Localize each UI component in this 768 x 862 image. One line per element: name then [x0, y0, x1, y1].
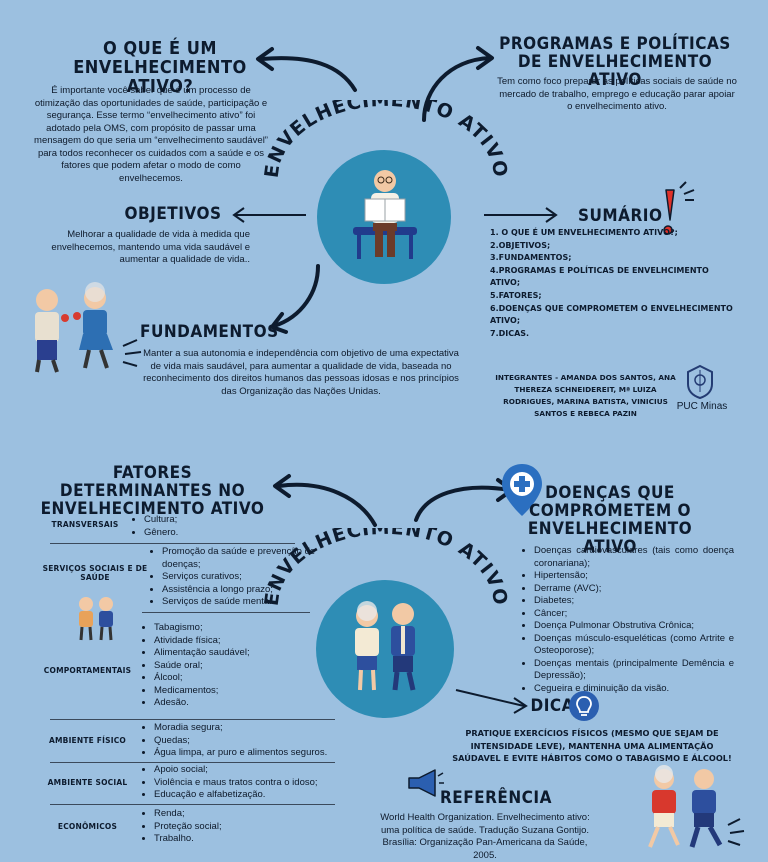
sumario-item: 5.FATORES; [490, 290, 542, 300]
center-title-arc-bottom: ENVELHECIMENTO ATIVO [261, 528, 512, 607]
fator-item: Água limpa, ar puro e alimentos seguros. [154, 747, 354, 760]
elders-walking-illustration [79, 597, 113, 641]
exclamation-icon [663, 181, 695, 235]
fator-item: Quedas; [154, 735, 354, 748]
doenca-item: Derrame (AVC); [534, 583, 734, 596]
fatores-items-transversais: Cultura; Gênero. [130, 514, 344, 539]
arrow-to-o-que [256, 47, 357, 92]
fundamentos-text: Manter a sua autonomia e independência c… [143, 348, 459, 397]
objetivos-text: Melhorar a qualidade de vida à medida qu… [51, 229, 250, 265]
sumario-item: 1. O QUE É UM ENVELHECIMENTO ATIVO?; [490, 228, 678, 237]
doenca-item: Cegueira e diminuição da visão. [534, 683, 734, 696]
programas-title: PROGRAMAS E POLÍTICAS DE ENVELHECIMENTO … [499, 34, 731, 90]
fator-item: Adesão. [154, 697, 314, 710]
dicas-text: PRATIQUE EXERCÍCIOS FÍSICOS (MESMO QUE S… [452, 728, 732, 763]
doencas-title: DOENÇAS QUE COMPROMETEM O ENVELHECIMENTO… [527, 483, 693, 557]
sumario-list: 1. O QUE É UM ENVELHECIMENTO ATIVO?; 2.O… [490, 227, 740, 340]
arrow-to-fatores [273, 474, 377, 527]
fatores-cat-ambiente-social: AMBIENTE SOCIAL [47, 778, 128, 787]
fatores-items-ambiente-fisico: Moradia segura; Quedas; Água limpa, ar p… [140, 722, 354, 760]
svg-text:ENVELHECIMENTO ATIVO: ENVELHECIMENTO ATIVO [261, 528, 512, 607]
referencia-text: World Health Organization. Envelheciment… [380, 812, 590, 861]
fator-item: Proteção social; [154, 821, 354, 834]
fatores-cat-servicos: SERVIÇOS SOCIAIS E DE SAÚDE [42, 564, 148, 582]
doenca-item: Doença Pulmonar Obstrutiva Crônica; [534, 620, 734, 633]
doenca-item: Doenças cardiovasculares (tais como doen… [534, 545, 734, 570]
fatores-items-economicos: Renda; Proteção social; Trabalho. [140, 808, 354, 846]
doencas-list: Doenças cardiovasculares (tais como doen… [520, 545, 734, 695]
elderly-couple-icon [355, 601, 416, 691]
elders-boxing-illustration [35, 282, 142, 373]
fatores-cat-economicos: ECONÔMICOS [57, 822, 118, 831]
sumario-item: 7.DICAS. [490, 328, 530, 338]
fator-item: Gênero. [144, 527, 344, 540]
fatores-items-comportamentais: Tabagismo; Atividade física; Alimentação… [140, 622, 314, 710]
sumario-item: 4.PROGRAMAS E POLÍTICAS DE ENVELHCIMENTO… [490, 265, 709, 288]
fator-item: Assistência a longo prazo; [162, 584, 322, 597]
fatores-cat-ambiente-fisico: AMBIENTE FÍSICO [48, 736, 126, 745]
center-circle-bottom [316, 580, 454, 718]
o-que-title: O QUE É UM ENVELHECIMENTO ATIVO? [73, 38, 247, 97]
fatores-divider [50, 543, 295, 544]
puc-minas-label: PUC Minas [676, 401, 728, 412]
fator-item: Violência e maus tratos contra o idoso; [154, 777, 354, 790]
fatores-divider [142, 612, 310, 613]
referencia-title: REFERÊNCIA [440, 788, 552, 808]
fator-item: Álcool; [154, 672, 314, 685]
sumario-item: 2.OBJETIVOS; [490, 240, 551, 250]
arrow-to-objetivos [232, 207, 306, 223]
fator-item: Atividade física; [154, 635, 314, 648]
fatores-items-servicos: Promoção da saúde e prevenção de doenças… [148, 546, 322, 609]
center-title-arc-top: ENVELHECIMENTO ATIVO [261, 100, 511, 179]
fator-item: Promoção da saúde e prevenção de doenças… [162, 546, 322, 571]
fator-item: Tabagismo; [154, 622, 314, 635]
sumario-title: SUMÁRIO [578, 206, 663, 226]
fatores-cat-transversais: TRANSVERSAIS [51, 520, 119, 529]
fator-item: Apoio social; [154, 764, 354, 777]
doenca-item: Câncer; [534, 608, 734, 621]
lightbulb-icon [569, 691, 599, 721]
fundamentos-title: FUNDAMENTOS [140, 322, 279, 342]
fator-item: Trabalho. [154, 833, 354, 846]
doenca-item: Hipertensão; [534, 570, 734, 583]
fatores-title: FATORES DETERMINANTES NO ENVELHECIMENTO … [40, 463, 265, 519]
arrow-to-programas [422, 46, 494, 122]
center-title-bottom: ENVELHECIMENTO ATIVO [261, 528, 511, 607]
fatores-divider [50, 762, 335, 763]
fator-item: Cultura; [144, 514, 344, 527]
doenca-item: Doenças músculo-esqueléticas (como Artri… [534, 633, 734, 658]
objetivos-title: OBJETIVOS [124, 204, 222, 224]
fator-item: Moradia segura; [154, 722, 354, 735]
o-que-text: É importante você saber que é um process… [34, 85, 268, 184]
doenca-item: Doenças mentais (principalmente Demência… [534, 658, 734, 683]
elders-running-illustration [648, 765, 745, 848]
fatores-divider [50, 804, 335, 805]
arrow-to-dicas [455, 689, 528, 714]
fatores-divider [50, 719, 335, 720]
fator-item: Serviços de saúde mental. [162, 596, 322, 609]
fator-item: Alimentação saudável; [154, 647, 314, 660]
arrow-to-fundamentos [270, 264, 320, 334]
puc-minas-logo [687, 364, 713, 400]
sumario-item: 3.FUNDAMENTOS; [490, 253, 572, 263]
fator-item: Educação e alfabetização. [154, 789, 354, 802]
fator-item: Medicamentos; [154, 685, 314, 698]
megaphone-icon [408, 769, 444, 797]
sumario-item: 6.DOENÇAS QUE COMPROMETEM O ENVELHECIMEN… [490, 303, 733, 326]
fatores-items-ambiente-social: Apoio social; Violência e maus tratos co… [140, 764, 354, 802]
arrow-to-sumario [484, 207, 558, 223]
reading-elder-icon [353, 170, 417, 259]
fator-item: Renda; [154, 808, 354, 821]
health-location-icon [502, 464, 542, 516]
programas-text: Tem como foco preparar as políticas soci… [497, 76, 737, 112]
fator-item: Saúde oral; [154, 660, 314, 673]
fatores-table: TRANSVERSAIS Cultura; Gênero. SERVIÇOS S… [30, 512, 340, 852]
fator-item: Serviços curativos; [162, 571, 322, 584]
fatores-cat-comportamentais: COMPORTAMENTAIS [43, 666, 132, 675]
integrantes-text: INTEGRANTES - AMANDA DOS SANTOS, ANA THE… [495, 373, 676, 418]
doenca-item: Diabetes; [534, 595, 734, 608]
